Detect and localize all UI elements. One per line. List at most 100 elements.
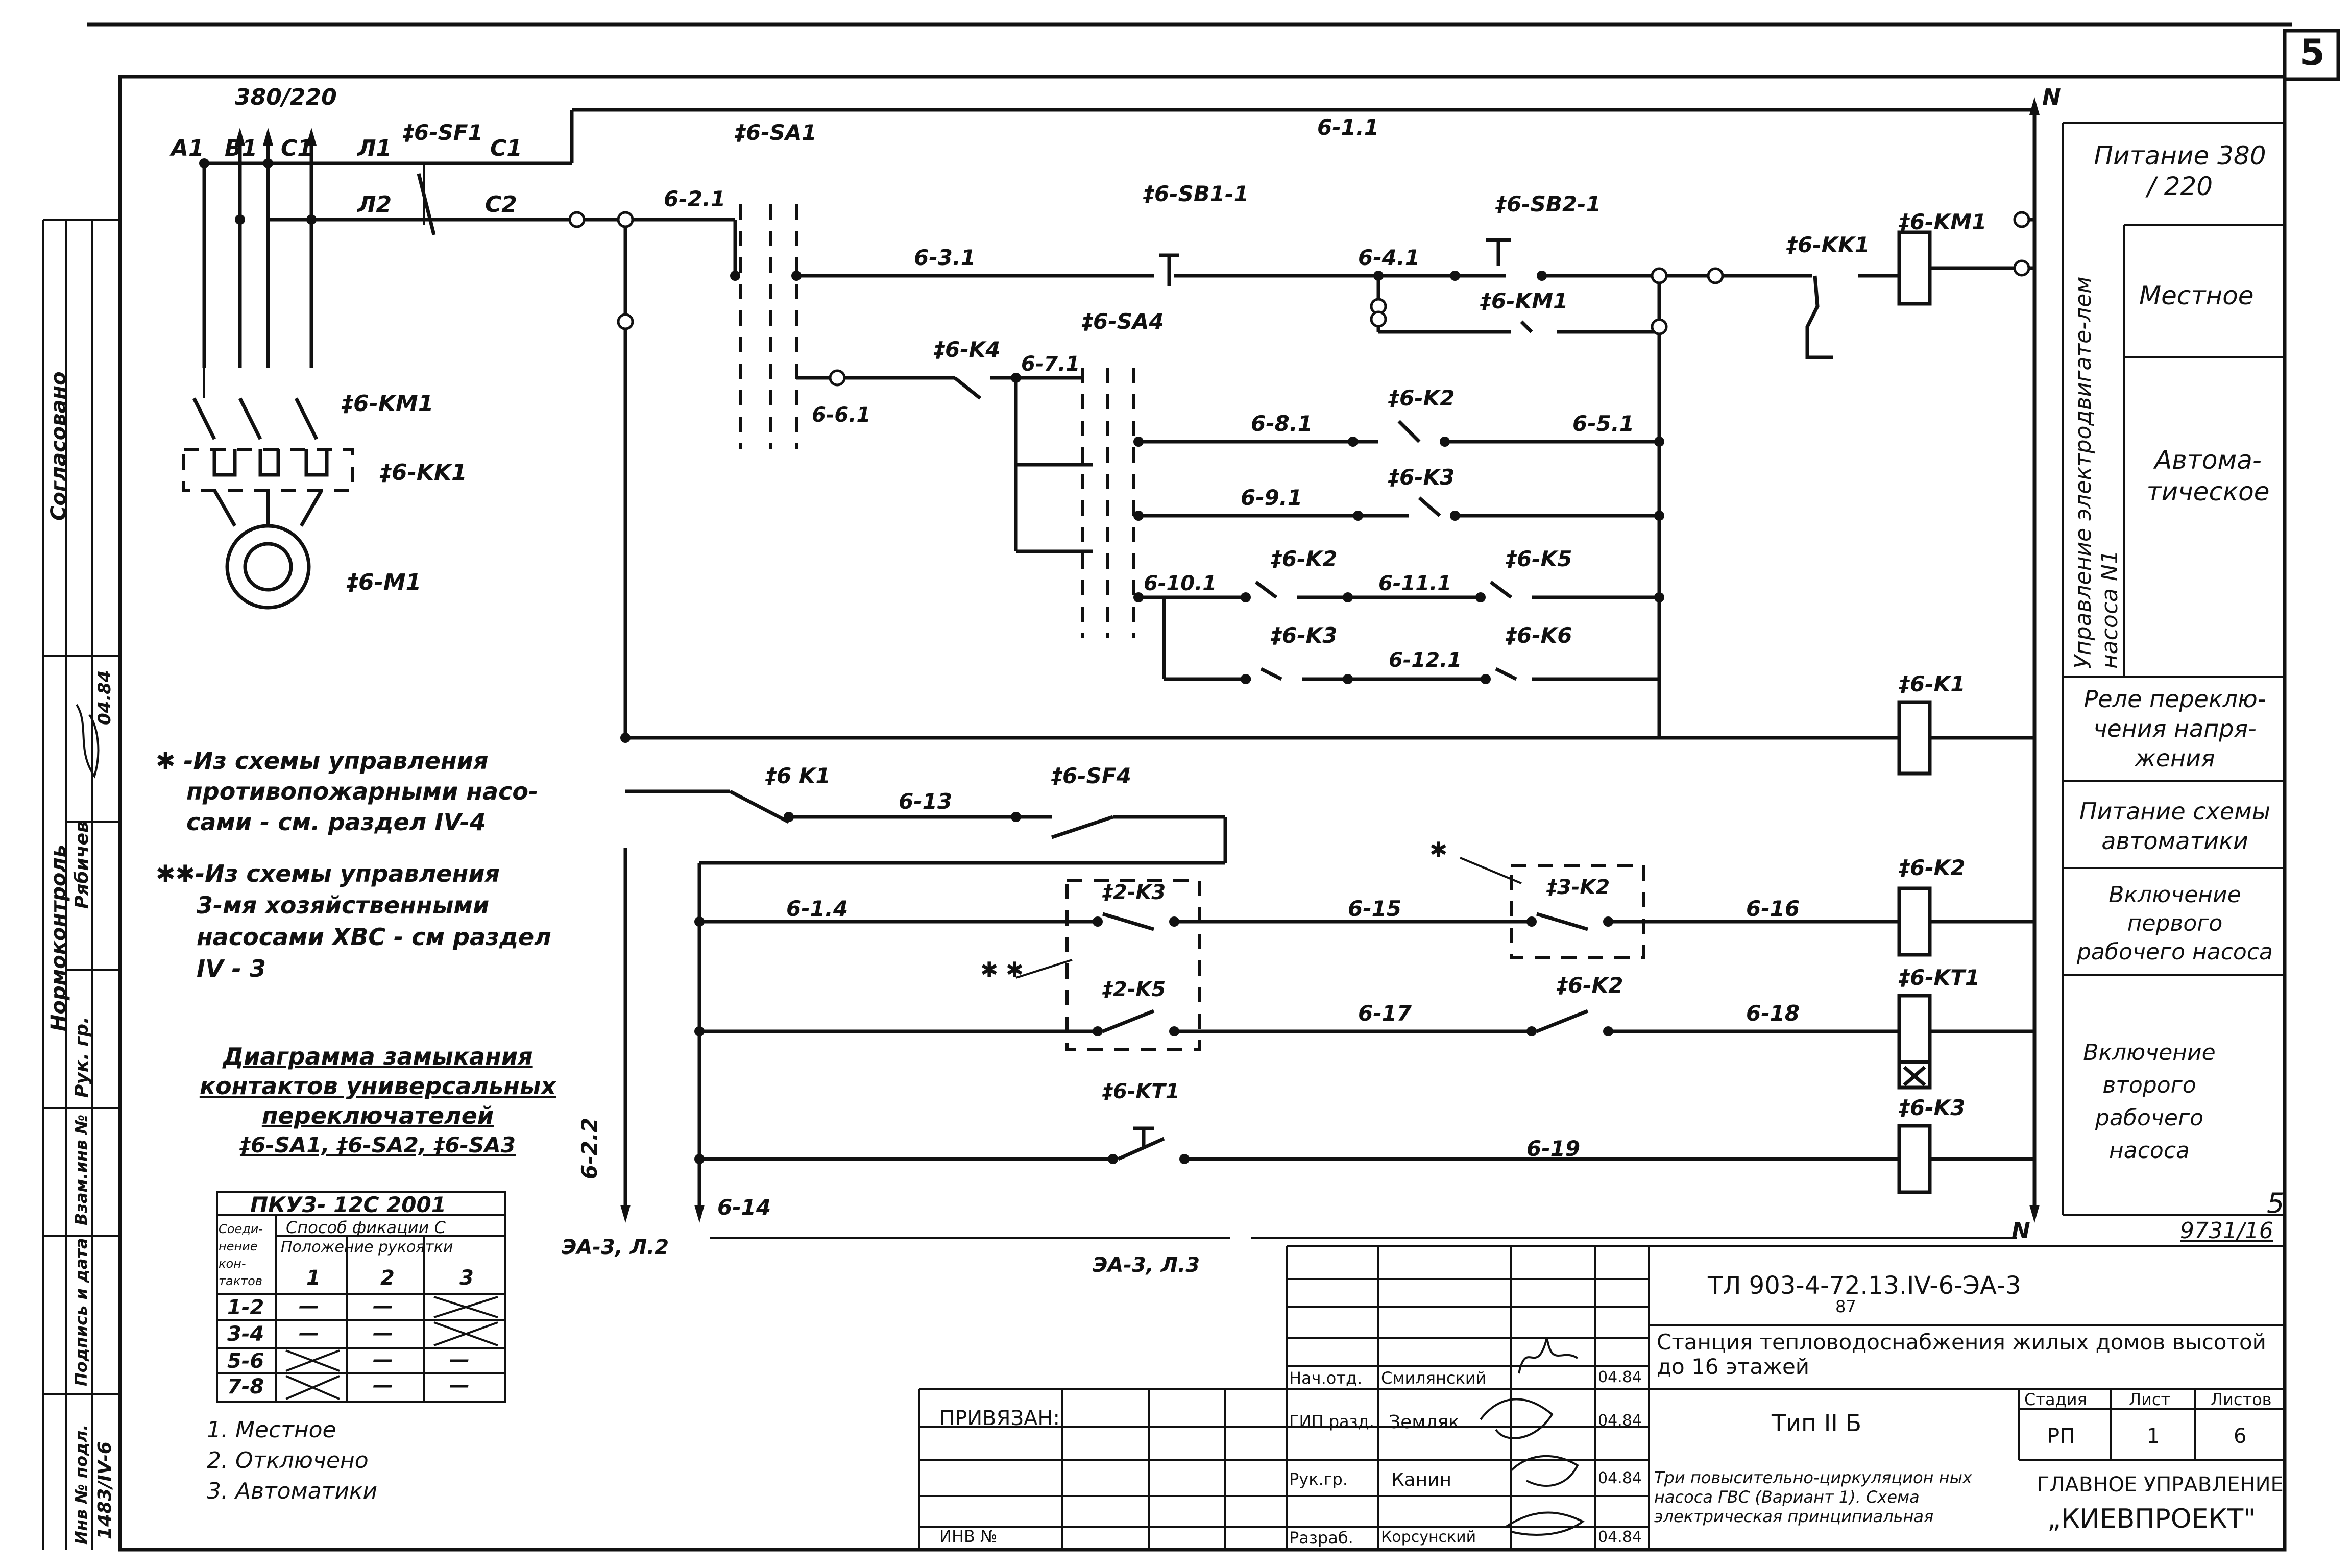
table-cell: —: [449, 1373, 470, 1397]
diagram-title-line: ‡6-SA1, ‡6-SA2, ‡6-SA3: [239, 1132, 516, 1157]
switch-sa1: ‡6-SA1: [735, 120, 817, 145]
panel-auto: Автома-тическое: [2146, 445, 2270, 506]
wire-6-17: 6-17: [1358, 1001, 1412, 1026]
wire-6-5-1: 6-5.1: [1572, 411, 1635, 436]
neutral-bottom: N: [2011, 1218, 2030, 1244]
wire-6-1-4: 6-1.4: [786, 896, 849, 921]
contact-k2-e: ‡6-K2: [1557, 973, 1623, 998]
table-row: 3-4: [227, 1322, 264, 1346]
table-cell: —: [373, 1373, 393, 1397]
stamp-inv-orig: Инв № подл.: [71, 1424, 91, 1545]
stamp-inv-value: 1483/IV-6: [94, 1441, 115, 1539]
neutral-top: N: [2042, 84, 2061, 110]
label-c2: C2: [485, 191, 517, 218]
wire-6-1-1: 6-1.1: [1317, 115, 1379, 140]
wire-6-19: 6-19: [1526, 1136, 1581, 1161]
contact-kt1: ‡6-KT1: [1103, 1080, 1180, 1103]
wire-6-13: 6-13: [899, 789, 953, 814]
wire-6-3-1: 6-3.1: [914, 245, 976, 270]
contact-k4: ‡6-K4: [934, 337, 1001, 362]
switch-diagram-title: Диаграмма замыкания контактов универсаль…: [174, 1042, 582, 1160]
date-1: 04.84: [1598, 1368, 1642, 1386]
sheet-corner-number: 5: [2267, 1187, 2285, 1219]
label-c1: C1: [490, 135, 522, 161]
wire-6-14: 6-14: [717, 1195, 771, 1220]
coil-k1: ‡6-K1: [1899, 671, 1966, 696]
stamp-normcontrol: Нормоконтроль: [47, 845, 70, 1031]
switch-model: ПКУ3- 12С 2001: [250, 1192, 446, 1217]
thermal-kk1: ‡6-KK1: [380, 460, 467, 486]
wire-6-2-1: 6-2.1: [664, 186, 726, 211]
doc-code-sub: 87: [1835, 1297, 1856, 1316]
stamp-date: 04.84: [94, 670, 115, 725]
sheets-value: 6: [2234, 1425, 2247, 1448]
wire-6-6-1: 6-6.1: [812, 403, 871, 427]
wire-6-8-1: 6-8.1: [1251, 411, 1313, 436]
position-1: 1: [306, 1266, 321, 1290]
button-sb2-1: ‡6-SB2-1: [1496, 191, 1601, 216]
contact-2-k3: ‡2-K3: [1103, 881, 1166, 904]
role-1: Нач.отд.: [1289, 1368, 1363, 1388]
table-cell: —: [299, 1321, 319, 1345]
table-header-fixation: Способ фикации С: [286, 1218, 446, 1237]
date-3: 04.84: [1598, 1469, 1642, 1487]
drawing-title: Три повысительно-циркуляцион ных насоса …: [1654, 1468, 1972, 1526]
note-line: насосами ХВС - см раздел: [197, 923, 551, 951]
note-line: ✱ -Из схемы управления: [156, 747, 489, 775]
wire-6-12-1: 6-12.1: [1389, 648, 1462, 672]
name-1: Смилянский: [1381, 1368, 1487, 1388]
panel-supply: Питание 380 / 220: [2094, 141, 2266, 201]
label-l2: Л2: [357, 191, 392, 218]
contact-k1: ‡6 K1: [766, 763, 831, 788]
wire-6-18: 6-18: [1746, 1001, 1800, 1026]
wire-6-7-1: 6-7.1: [1021, 352, 1080, 376]
role-2: ГИП разд.: [1289, 1412, 1374, 1431]
breaker-sf4: ‡6-SF4: [1052, 763, 1131, 788]
wire-6-11-1: 6-11.1: [1378, 572, 1452, 595]
org-line-2: „КИЕВПРОЕКТ": [2047, 1504, 2256, 1534]
note-line: IV - 3: [197, 955, 266, 982]
wire-6-16: 6-16: [1746, 896, 1800, 921]
diagram-title-line: Диаграмма замыкания: [223, 1043, 533, 1070]
panel-second-pump: Включение второго рабочего насоса: [2083, 1040, 2216, 1164]
contact-kk1: ‡6-KK1: [1787, 232, 1870, 257]
role-4: Разраб.: [1289, 1528, 1353, 1548]
star-marker: ✱: [1429, 837, 1448, 862]
sheet-code: 9731/16: [2180, 1218, 2273, 1244]
panel-automation-supply: Питание схемы автоматики: [2079, 798, 2271, 855]
org-line-1: ГЛАВНОЕ УПРАВЛЕНИЕ: [2037, 1473, 2284, 1497]
date-2: 04.84: [1598, 1412, 1642, 1430]
panel-motor-control: Управление электродвигате-лем насоса N1: [2070, 276, 2123, 669]
sheet-value: 1: [2147, 1425, 2160, 1448]
inv-label: ИНВ №: [939, 1527, 998, 1546]
panel-local: Местное: [2139, 281, 2254, 310]
bound-label: ПРИВЯЗАН:: [939, 1407, 1060, 1430]
contact-k3-b: ‡6-K3: [1271, 623, 1338, 648]
coil-k2: ‡6-K2: [1899, 855, 1966, 880]
wire-6-9-1: 6-9.1: [1241, 485, 1303, 510]
table-cell: —: [373, 1294, 393, 1318]
ref-ea3-l2: ЭА-3, Л.2: [562, 1236, 669, 1259]
table-row: 5-6: [227, 1349, 264, 1373]
motor-m1: ‡6-M1: [347, 569, 422, 595]
contact-k6: ‡6-K6: [1506, 623, 1572, 648]
stage-label: Стадия: [2024, 1390, 2087, 1409]
phase-c1: C1: [281, 135, 313, 161]
building-type: Тип II Б: [1772, 1409, 1862, 1437]
wire-6-15: 6-15: [1348, 896, 1402, 921]
coil-km1: ‡6-KM1: [1899, 209, 1987, 234]
table-row: 1-2: [227, 1296, 264, 1319]
switch-sa4: ‡6-SA4: [1082, 309, 1164, 334]
stamp-head: Рук. гр.: [71, 1017, 92, 1098]
wire-6-4-1: 6-4.1: [1358, 245, 1420, 270]
coil-kt1: ‡6-KT1: [1899, 965, 1980, 990]
table-header-contacts: Соеди-нение кон-тактов: [219, 1222, 263, 1288]
coil-k3: ‡6-K3: [1899, 1095, 1966, 1120]
panel-voltage-relay: Реле переклю-чения напря-жения: [2083, 685, 2266, 772]
name-4: Корсунский: [1381, 1528, 1476, 1546]
stamp-approved: Согласовано: [47, 371, 70, 521]
stage-value: РП: [2047, 1425, 2075, 1448]
legend-off: 2. Отключено: [207, 1448, 369, 1474]
role-3: Рук.гр.: [1289, 1469, 1348, 1489]
